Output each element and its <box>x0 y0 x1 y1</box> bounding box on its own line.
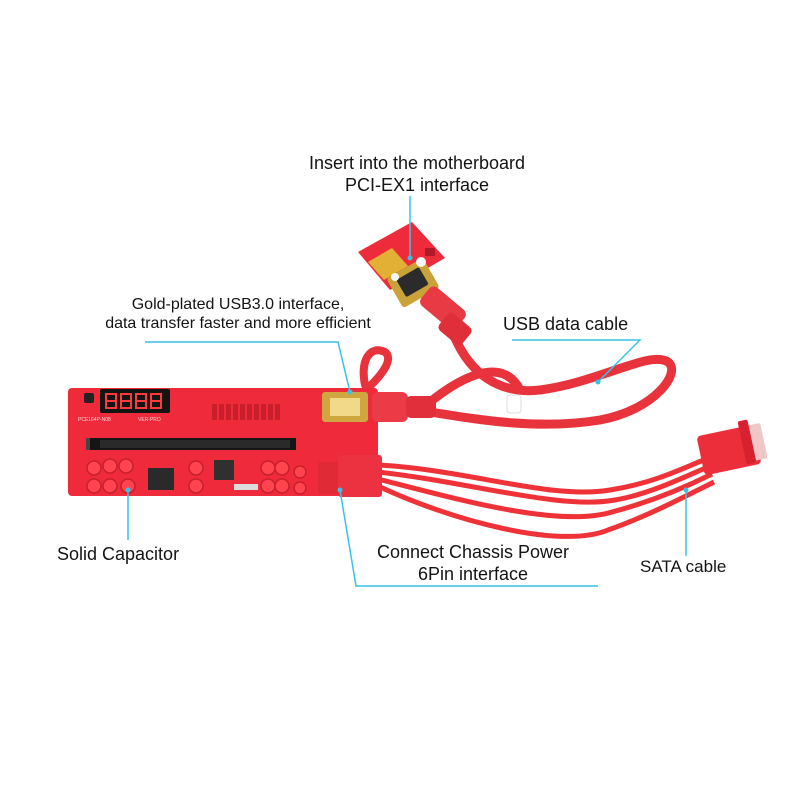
callout-lines <box>127 196 687 587</box>
callout-line-usbcable <box>512 339 642 383</box>
riser-board: PCE164P-N08 VER-PRO <box>68 388 382 497</box>
sata-connector <box>697 419 768 475</box>
callout-sata: SATA cable <box>640 557 727 576</box>
callout-usb-cable: USB data cable <box>503 314 629 334</box>
solid-capacitors <box>86 458 307 495</box>
callout-usb3: Gold-plated USB3.0 interface, data trans… <box>58 295 418 333</box>
callout-power-line1: Connect Chassis Power <box>376 542 570 562</box>
cable-clip <box>506 394 522 414</box>
callout-power: Connect Chassis Power 6Pin interface <box>343 542 603 585</box>
callout-capacitor: Solid Capacitor <box>57 544 180 564</box>
board-model-text: PCE164P-N08 <box>78 417 111 423</box>
callout-line-power <box>339 489 598 587</box>
callout-dots <box>125 255 689 493</box>
board-version-text: VER-PRO <box>138 417 161 423</box>
usb-plug-top <box>420 286 472 346</box>
callout-motherboard-line1: Insert into the motherboard <box>308 153 526 173</box>
regulator-chip <box>148 468 174 490</box>
usb-plug-board <box>372 392 436 422</box>
callout-motherboard-line2: PCI-EX1 interface <box>344 174 490 195</box>
usb-data-cable <box>346 333 677 429</box>
callout-power-line2: 6Pin interface <box>417 563 529 584</box>
callout-usb3-line1: Gold-plated USB3.0 interface, <box>131 296 345 313</box>
pcie-x1-adapter <box>358 222 445 308</box>
callout-line-usb3 <box>145 341 351 393</box>
sata-power-cables <box>376 455 716 539</box>
callout-usb3-line2: data transfer faster and more efficient <box>105 315 371 333</box>
callout-motherboard: Insert into the motherboard PCI-EX1 inte… <box>262 153 572 196</box>
